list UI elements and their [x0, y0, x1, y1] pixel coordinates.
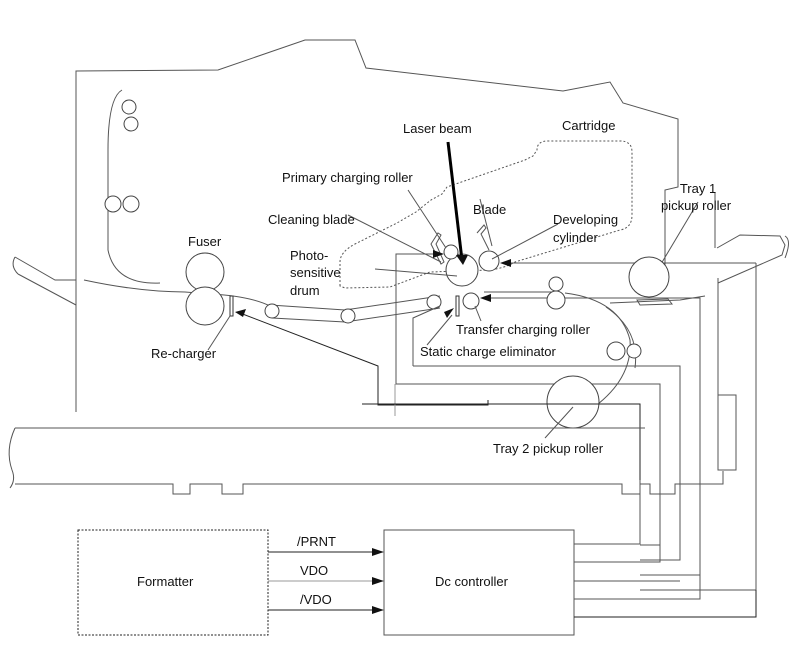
- label-tray1-2: pickup roller: [661, 198, 732, 213]
- housing-right-wall: [714, 192, 737, 471]
- tray2-pickup-roller: [546, 375, 600, 429]
- label-cartridge: Cartridge: [562, 118, 615, 133]
- cartridge-outline: [339, 140, 633, 289]
- formatter-box: [77, 529, 269, 636]
- label-tray2: Tray 2 pickup roller: [493, 441, 604, 456]
- tray2-paper-path: [564, 292, 631, 411]
- label-laser-beam: Laser beam: [403, 121, 472, 136]
- exit-tray: [14, 256, 77, 306]
- fuser-upper-roller: [185, 252, 225, 292]
- guide-roller: [340, 308, 356, 324]
- label-developing-cylinder: Developing: [553, 212, 618, 227]
- label-dc-controller: Dc controller: [435, 574, 509, 589]
- label-tray1: Tray 1: [680, 181, 716, 196]
- label-photo: Photo-: [290, 248, 328, 263]
- label-developing-cylinder-2: cylinder: [553, 230, 598, 245]
- output-roller: [123, 116, 139, 132]
- laser-beam: [446, 141, 464, 261]
- label-formatter: Formatter: [137, 574, 194, 589]
- label-cleaning-blade: Cleaning blade: [268, 212, 355, 227]
- tray2-cassette: [15, 427, 724, 495]
- feed-roller: [122, 195, 140, 213]
- tray1-door: [716, 234, 786, 284]
- printer-housing-outline: [75, 39, 679, 412]
- label-photo-2: sensitive: [290, 265, 341, 280]
- developing-cylinder: [478, 250, 500, 272]
- fuser-lower-roller: [185, 286, 225, 326]
- tray1-pickup-roller: [628, 256, 670, 298]
- tray1-pad: [636, 298, 674, 306]
- primary-charging-roller: [443, 244, 459, 260]
- label-photo-3: drum: [290, 283, 320, 298]
- label-static-charge-eliminator: Static charge eliminator: [420, 344, 557, 359]
- static-charge-eliminator: [455, 295, 460, 317]
- hv-line-primary: [395, 253, 661, 546]
- developing-blade: [476, 224, 490, 251]
- feed-roller: [606, 341, 626, 361]
- feed-roller: [626, 343, 642, 359]
- label-primary-charging-roller: Primary charging roller: [282, 170, 413, 185]
- registration-roller: [546, 290, 566, 310]
- label-fuser: Fuser: [188, 234, 222, 249]
- output-roller: [121, 99, 137, 115]
- label-transfer-charging-roller: Transfer charging roller: [456, 322, 591, 337]
- re-charger: [229, 295, 234, 317]
- feed-roller: [104, 195, 122, 213]
- paper-path: [83, 279, 271, 307]
- label-recharger: Re-charger: [151, 346, 217, 361]
- dc-controller-box: [383, 529, 575, 636]
- label-blade: Blade: [473, 202, 506, 217]
- cleaning-blade: [430, 232, 445, 265]
- registration-roller: [548, 276, 564, 292]
- signal-label-nvdo: /VDO: [300, 592, 332, 607]
- signal-label-vdo: VDO: [300, 563, 328, 578]
- transfer-charging-roller: [462, 292, 480, 310]
- guide-roller: [264, 303, 280, 319]
- signal-label-prnt: /PRNT: [297, 534, 336, 549]
